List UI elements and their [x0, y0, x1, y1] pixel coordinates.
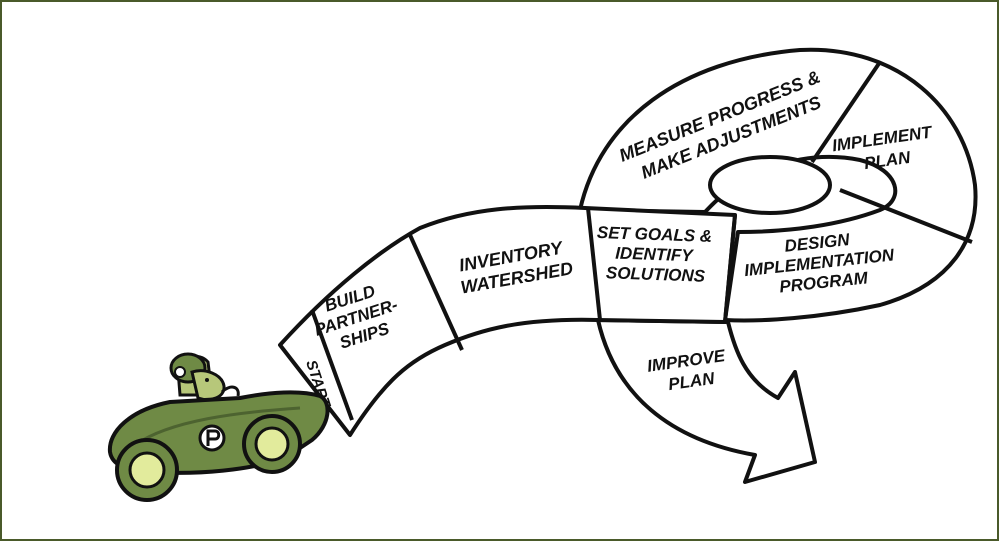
improve-plan-arrow	[596, 318, 817, 484]
divider-start-build	[310, 309, 354, 421]
divider-build-inventory	[408, 234, 464, 351]
loop-outer-band	[578, 47, 978, 323]
divider-setgoals-design	[723, 214, 737, 323]
divider-inventory-setgoals	[586, 207, 602, 321]
loop-section	[578, 47, 978, 323]
divider-implement-design	[839, 188, 973, 244]
road-band	[278, 205, 737, 437]
front-wheel	[242, 414, 302, 474]
divider-measure-implement	[810, 60, 882, 164]
rear-wheel	[115, 438, 179, 502]
loop-hole	[708, 155, 832, 215]
set-goals-label: SET GOALS & IDENTIFY SOLUTIONS	[595, 223, 717, 286]
race-car	[107, 352, 330, 502]
driver	[169, 352, 226, 401]
